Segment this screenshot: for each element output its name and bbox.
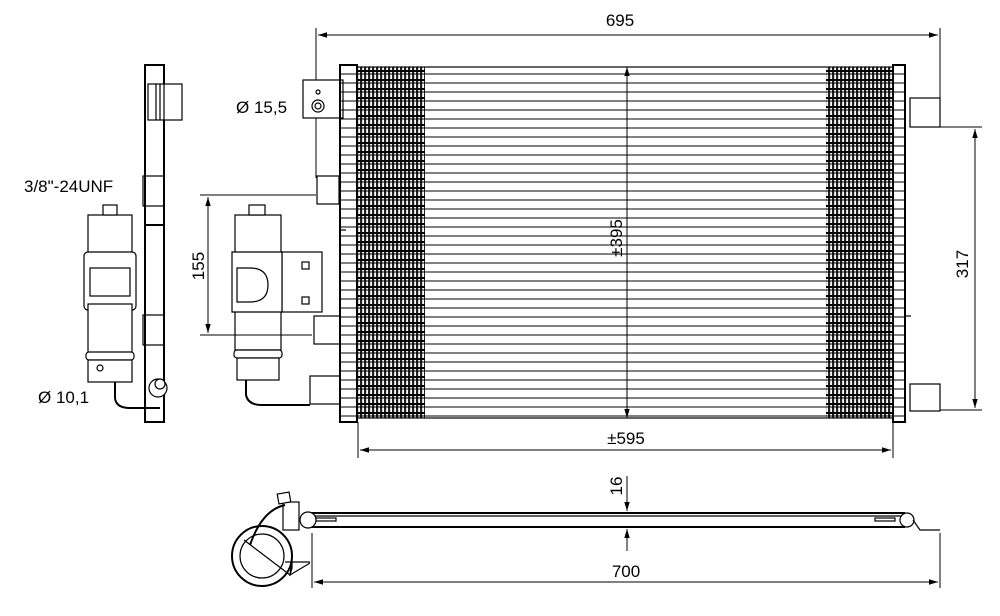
dim-thickness: 16 xyxy=(607,477,626,496)
fin-block-right xyxy=(826,67,893,418)
fin-block-left xyxy=(357,67,425,418)
condenser-bottom-view xyxy=(231,476,941,588)
dim-core-height: ±395 xyxy=(607,219,626,257)
condenser-front-view xyxy=(339,64,941,423)
label-thread: 3/8"-24UNF xyxy=(24,177,113,196)
dim-overall-length: 700 xyxy=(612,562,640,581)
dim-core-width: ±595 xyxy=(607,429,645,448)
side-view xyxy=(83,64,183,423)
dim-drier-height: 155 xyxy=(189,252,208,280)
dim-overall-width: 695 xyxy=(606,11,634,30)
dim-bracket-spacing: 317 xyxy=(953,250,972,278)
label-pipe-diameter-top: Ø 15,5 xyxy=(236,98,287,117)
dimensions xyxy=(200,28,982,458)
receiver-drier xyxy=(231,79,344,406)
label-pipe-diameter-bottom: Ø 10,1 xyxy=(38,388,89,407)
